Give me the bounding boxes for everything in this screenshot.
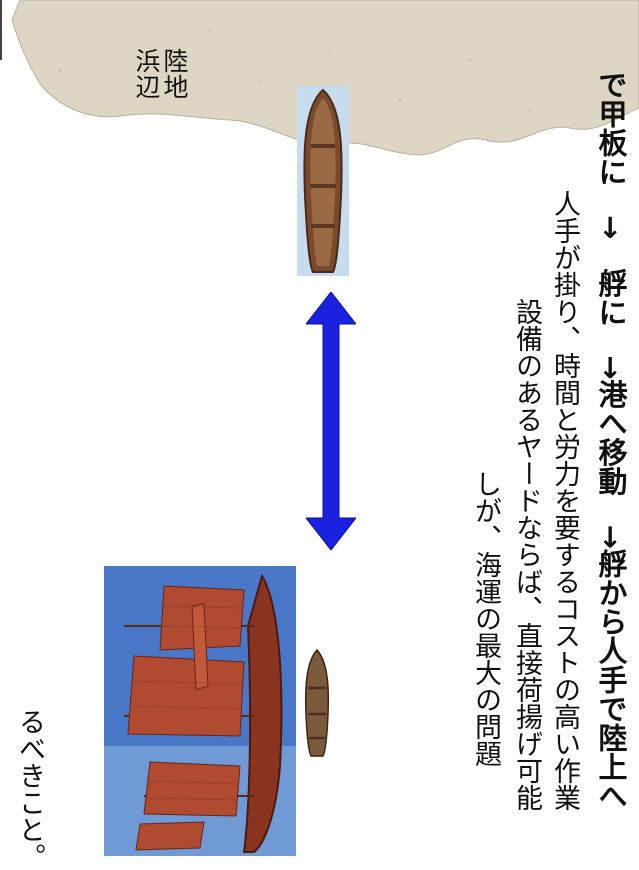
text-line-3: 人手が掛り、時間と労力を要するコストの高い作業 <box>549 190 580 811</box>
text-line-4: で甲板に → 艀に →港へ移動 →艀から人手で陸上へ <box>594 70 628 810</box>
text-line-1: しが、海運の最大の問題 <box>470 470 501 767</box>
intro-text-fragment: るべきこと。 <box>14 708 45 870</box>
rowboat-icon <box>297 86 349 276</box>
rowboat-icon-small <box>304 648 330 757</box>
text-line-2: 設備のあるヤードならば、直接荷揚げ可能 <box>511 298 542 811</box>
land-label: 陸地 浜辺 <box>132 48 189 100</box>
double-arrow-icon <box>306 292 356 550</box>
junk-ship-icon <box>104 566 296 856</box>
land-label-line1: 陸地 <box>160 48 189 100</box>
slide-frame-edge <box>0 0 2 60</box>
land-label-line2: 浜辺 <box>132 48 161 100</box>
